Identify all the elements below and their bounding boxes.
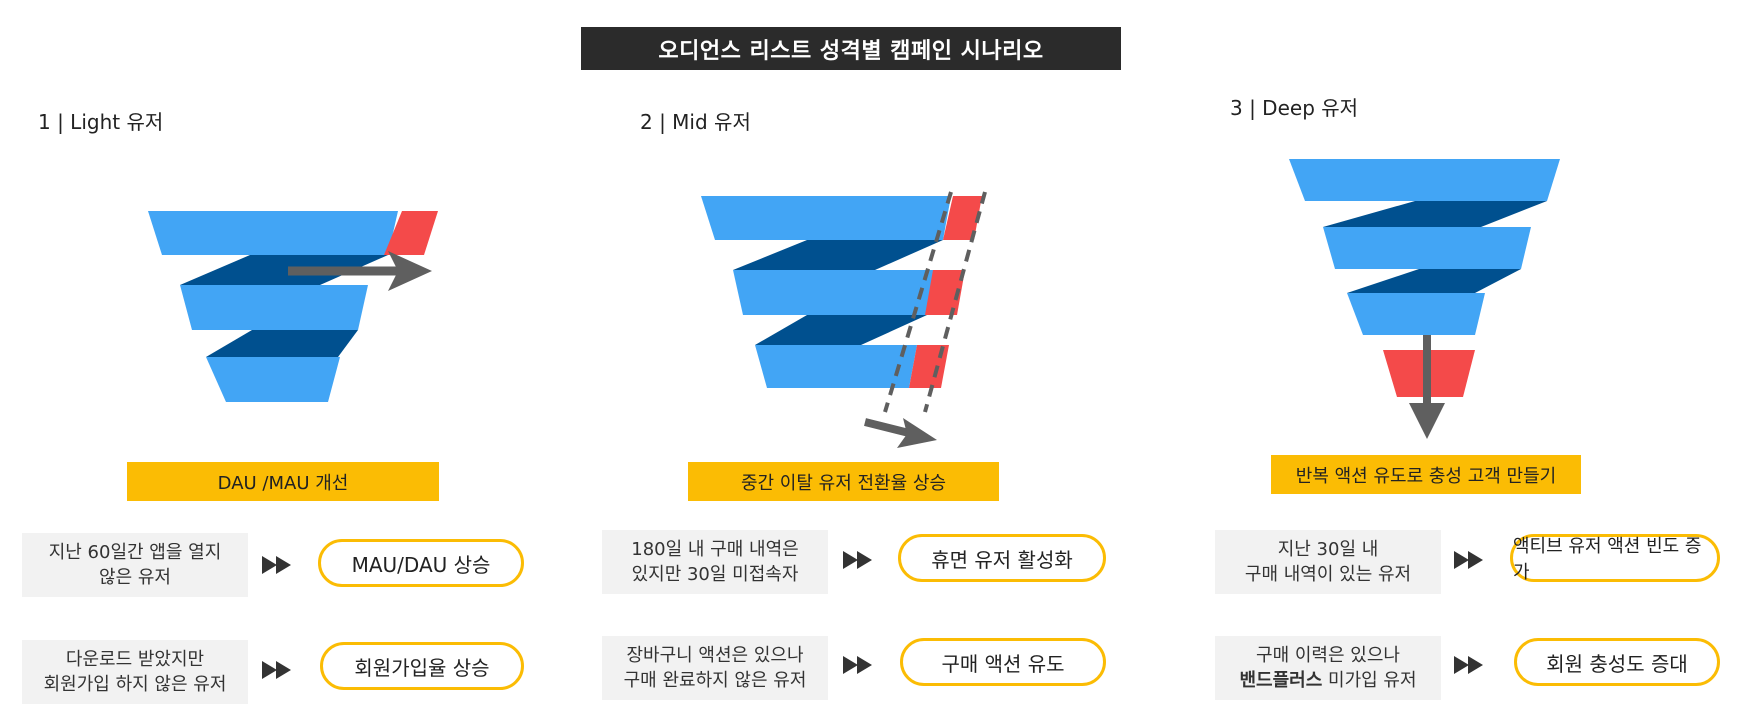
goal-banner-mid: 중간 이탈 유저 전환율 상승	[688, 462, 999, 501]
column-label-mid: 2 | Mid 유저	[640, 110, 751, 134]
funnel-tier-bottom	[206, 357, 340, 402]
exit-arrow-icon	[388, 251, 432, 291]
outcome-pill: 휴면 유저 활성화	[898, 534, 1106, 582]
dropoff-segment	[384, 211, 438, 255]
funnel-tier-bottom	[1347, 293, 1485, 335]
condition-line: 회원가입 하지 않은 유저	[43, 674, 227, 695]
funnel-tier-top	[148, 211, 398, 255]
double-arrow-icon	[843, 551, 872, 569]
mid-user-funnel-diagram	[701, 191, 987, 448]
recapture-arrow-shaft	[864, 418, 914, 438]
recapture-arrow-icon	[897, 418, 937, 448]
outcome-pill: 액티브 유저 액션 빈도 증가	[1510, 534, 1720, 583]
goal-banner-deep: 반복 액션 유도로 충성 고객 만들기	[1271, 455, 1581, 494]
funnel-tier-bottom	[755, 345, 917, 388]
deep-user-funnel-diagram	[1289, 159, 1560, 439]
condition-box: 지난 30일 내 구매 내역이 있는 유저	[1215, 530, 1441, 594]
funnel-tier-middle	[1323, 227, 1531, 269]
double-arrow-icon	[843, 656, 872, 674]
condition-line: 지난 60일간 앱을 열지	[48, 542, 222, 563]
funnel-connector	[733, 240, 943, 270]
funnel-tier-middle	[733, 270, 935, 315]
goal-banner-light: DAU /MAU 개선	[127, 462, 439, 501]
condition-box: 구매 이력은 있으나 밴드플러스 미가입 유저	[1215, 636, 1441, 700]
condition-line: 지난 30일 내	[1277, 539, 1379, 560]
column-label-deep: 3 | Deep 유저	[1230, 96, 1359, 120]
funnel-tier-top	[701, 196, 951, 240]
funnel-connector	[755, 315, 927, 345]
double-arrow-icon	[262, 661, 291, 679]
dropoff-boundary-line	[883, 191, 953, 413]
funnel-connector	[206, 330, 358, 357]
condition-line: 구매 이력은 있으나	[1256, 645, 1400, 666]
outcome-pill: 회원가입율 상승	[320, 642, 524, 690]
condition-line-rest: 미가입 유저	[1322, 670, 1417, 691]
band-plus-brand-text: 밴드플러스	[1239, 670, 1323, 691]
funnel-connector	[1323, 201, 1547, 227]
light-user-funnel-diagram	[148, 211, 438, 402]
condition-box: 180일 내 구매 내역은 있지만 30일 미접속자	[602, 530, 828, 594]
page-title: 오디언스 리스트 성격별 캠페인 시나리오	[581, 27, 1121, 70]
condition-line: 장바구니 액션은 있으나	[626, 645, 804, 666]
condition-line: 다운로드 받았지만	[65, 649, 205, 670]
column-label-light: 1 | Light 유저	[38, 110, 164, 134]
condition-line: 구매 완료하지 않은 유저	[623, 670, 807, 691]
condition-box: 다운로드 받았지만 회원가입 하지 않은 유저	[22, 640, 248, 704]
condition-line: 180일 내 구매 내역은	[631, 539, 799, 560]
double-arrow-icon	[1454, 551, 1483, 569]
funnel-tier-top	[1289, 159, 1560, 201]
dropoff-segment	[943, 196, 982, 240]
funnel-tier-middle	[180, 285, 368, 330]
double-arrow-icon	[1454, 656, 1483, 674]
condition-line: 밴드플러스 미가입 유저	[1239, 668, 1416, 693]
condition-line: 있지만 30일 미접속자	[631, 564, 799, 585]
outcome-pill: MAU/DAU 상승	[318, 539, 524, 587]
outcome-pill: 회원 충성도 증대	[1514, 638, 1720, 686]
condition-line: 않은 유저	[99, 567, 171, 588]
condition-box: 장바구니 액션은 있으나 구매 완료하지 않은 유저	[602, 636, 828, 700]
deepen-arrow-icon	[1409, 403, 1445, 439]
outcome-pill: 구매 액션 유도	[900, 638, 1106, 686]
condition-line: 구매 내역이 있는 유저	[1244, 564, 1412, 585]
dropoff-boundary-line	[923, 191, 987, 413]
funnel-connector	[1347, 269, 1521, 293]
dropoff-segment	[925, 270, 965, 315]
condition-box: 지난 60일간 앱을 열지 않은 유저	[22, 533, 248, 597]
funnel-connector	[180, 255, 388, 285]
double-arrow-icon	[262, 556, 291, 574]
